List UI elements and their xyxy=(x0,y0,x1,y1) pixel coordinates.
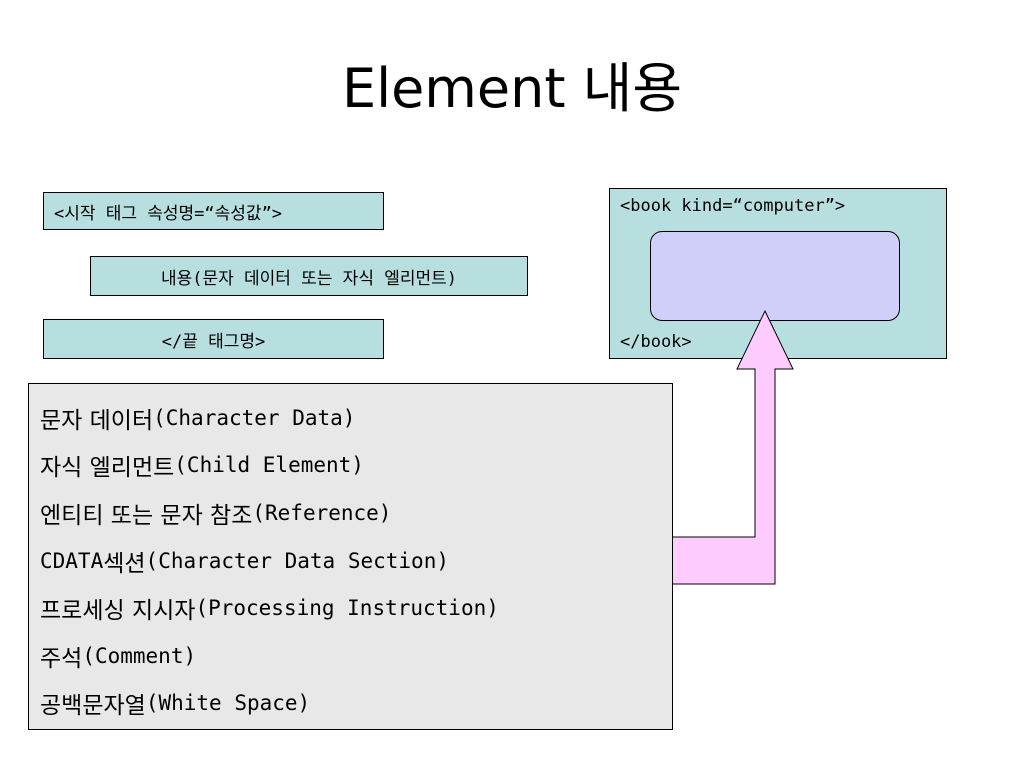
list-item: 엔티티 또는 문자 참조(Reference) xyxy=(40,500,392,529)
book-example-box: <book kind=“computer”> </book> xyxy=(609,188,947,359)
list-item: 자식 엘리먼트(Child Element) xyxy=(40,453,364,482)
slide-title: Element 내용 xyxy=(341,57,683,120)
list-item: 주석(Comment) xyxy=(40,643,197,672)
content-text: 내용(문자 데이터 또는 자식 엘리먼트) xyxy=(160,268,457,289)
content-box: 내용(문자 데이터 또는 자식 엘리먼트) xyxy=(90,256,528,296)
list-item: 문자 데이터(Character Data) xyxy=(40,405,356,434)
up-arrow-shape xyxy=(671,309,794,585)
end-tag-text: </끝 태그명> xyxy=(161,331,266,352)
start-tag-box: <시작 태그 속성명=“속성값”> xyxy=(43,192,384,230)
book-content-placeholder xyxy=(650,231,900,321)
content-types-list: 문자 데이터(Character Data) 자식 엘리먼트(Child Ele… xyxy=(28,383,673,730)
start-tag-text: <시작 태그 속성명=“속성값”> xyxy=(54,203,283,224)
end-tag-box: </끝 태그명> xyxy=(43,319,384,359)
list-item: 공백문자열(White Space) xyxy=(40,691,311,720)
book-close-tag: </book> xyxy=(620,332,692,352)
list-item: 프로세싱 지시자(Processing Instruction) xyxy=(40,596,499,625)
book-open-tag: <book kind=“computer”> xyxy=(620,196,846,216)
